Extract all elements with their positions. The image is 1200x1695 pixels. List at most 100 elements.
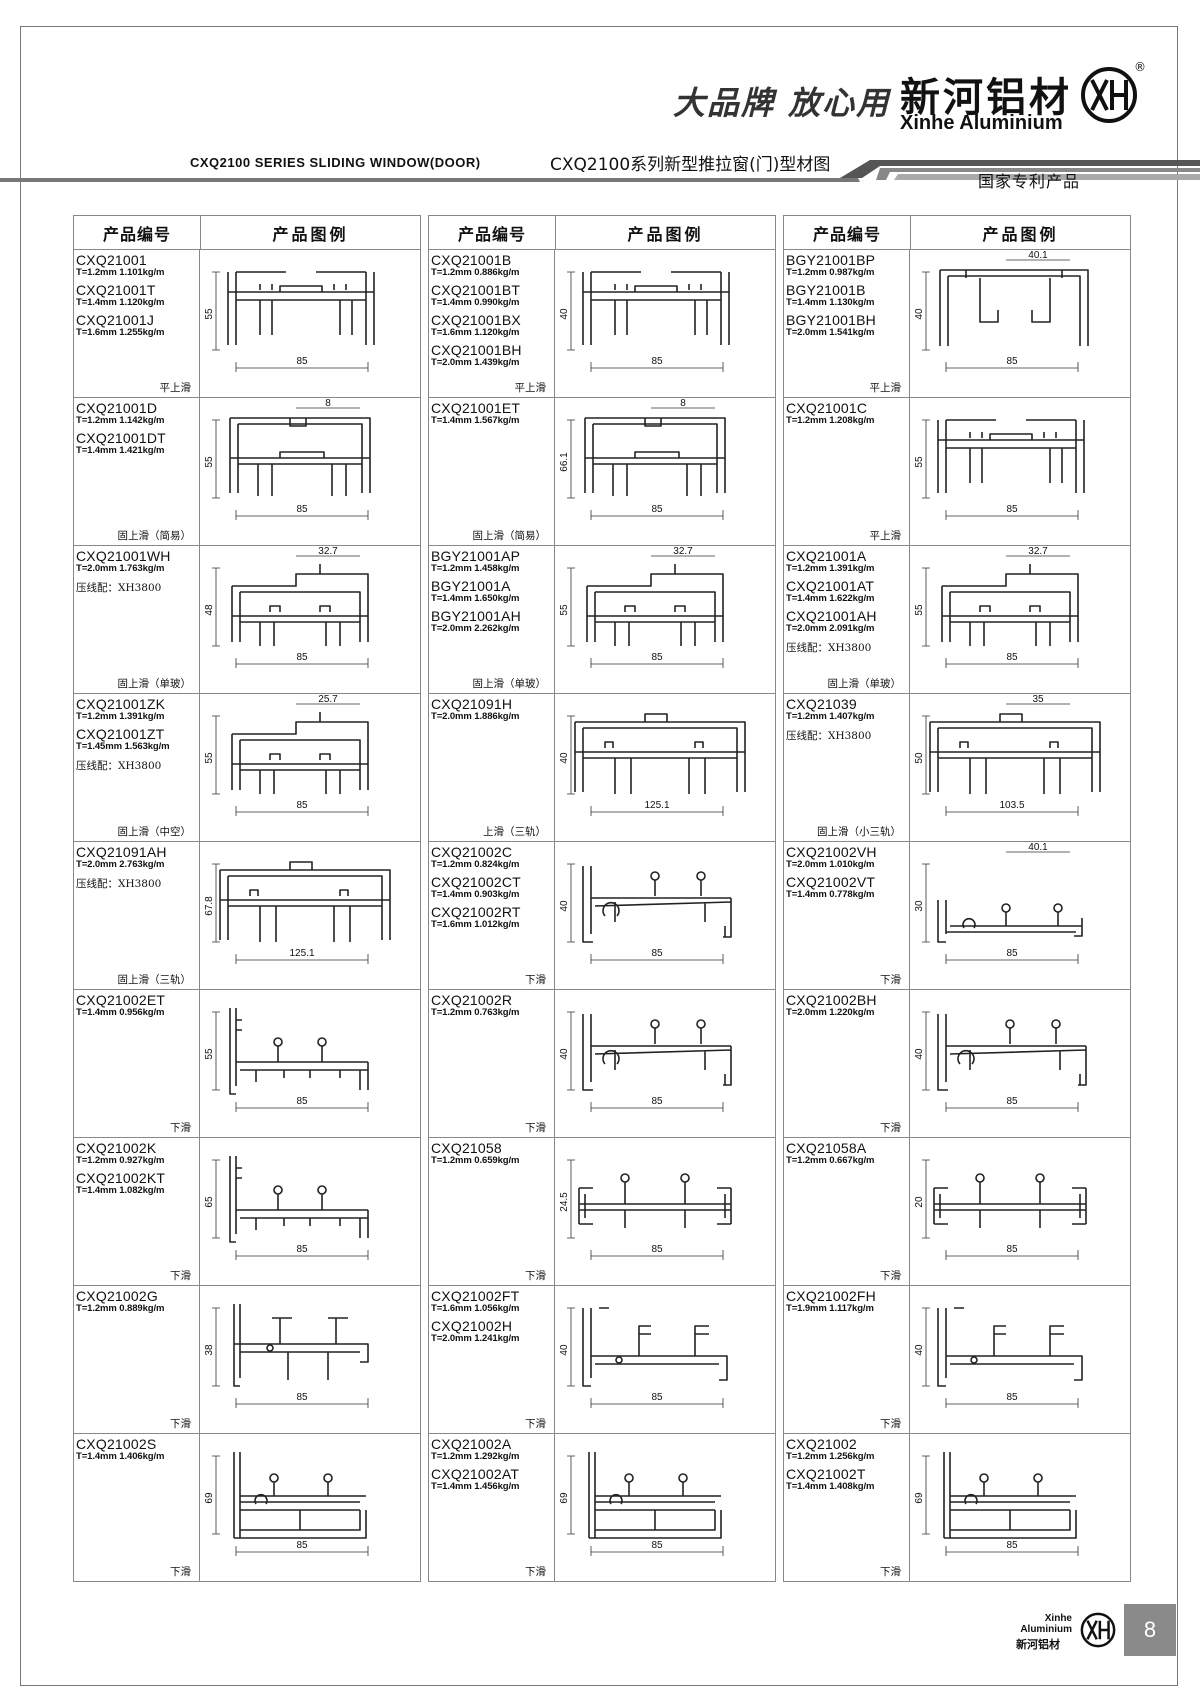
- dimension-e: 8: [680, 398, 686, 409]
- profile-type: 固上滑（单玻）: [827, 678, 902, 690]
- product-spec: T=1.4mm 1.408kg/m: [786, 1481, 875, 1492]
- product-spec: T=1.6mm 1.056kg/m: [431, 1303, 520, 1314]
- dimension-w: 85: [1006, 948, 1018, 959]
- registered-mark: ®: [1134, 60, 1146, 74]
- dimension-w: 85: [651, 1244, 663, 1255]
- profile-type: 固上滑（单玻）: [472, 678, 547, 690]
- product-code: CXQ21001DT: [76, 430, 166, 446]
- dimension-h: 55: [914, 456, 925, 468]
- product-spec: T=2.0mm 1.763kg/m: [76, 563, 165, 574]
- profile-type: 下滑: [525, 1566, 546, 1578]
- product-spec: T=1.6mm 1.255kg/m: [76, 327, 165, 338]
- profile-type: 固上滑（小三轨）: [817, 826, 901, 838]
- dimension-h: 40: [559, 1344, 570, 1356]
- footer-brand-en-line2: Aluminium: [1020, 1624, 1072, 1635]
- dimension-h: 20: [914, 1196, 925, 1208]
- dimension-w: 85: [651, 356, 663, 367]
- dimension-w: 85: [1006, 1540, 1018, 1551]
- profile-figure: 85 40: [555, 1286, 775, 1433]
- bead-note: 压线配：XH3800: [786, 642, 872, 654]
- product-spec: T=1.4mm 1.130kg/m: [786, 297, 875, 308]
- dimension-w: 85: [651, 504, 663, 515]
- product-code: CXQ21002AT: [431, 1466, 520, 1482]
- product-spec: T=1.2mm 1.101kg/m: [76, 267, 165, 278]
- product-code: CXQ21001WH: [76, 548, 171, 564]
- profile-type: 下滑: [880, 1122, 901, 1134]
- profile-type: 下滑: [525, 1270, 546, 1282]
- product-code: CXQ21002C: [431, 844, 513, 860]
- dimension-w: 125.1: [289, 948, 314, 959]
- dimension-h: 40: [559, 1048, 570, 1060]
- table-header: 产品编号产品图例: [784, 216, 1130, 250]
- dimension-e: 25.7: [318, 694, 338, 705]
- profile-type: 上滑（三轨）: [483, 826, 546, 838]
- product-code: CXQ21091H: [431, 696, 513, 712]
- product-spec: T=2.0mm 1.886kg/m: [431, 711, 520, 722]
- product-code: CXQ21001ZT: [76, 726, 165, 742]
- product-code: CXQ21002RT: [431, 904, 521, 920]
- product-code: CXQ21002BH: [786, 992, 877, 1008]
- profile-type: 固上滑（简易）: [117, 530, 192, 542]
- footer-logo-icon: [1080, 1612, 1116, 1648]
- bead-note: 压线配：XH3800: [76, 878, 162, 890]
- product-spec: T=1.4mm 1.120kg/m: [76, 297, 165, 308]
- profile-drawing: 125.167.8: [204, 861, 391, 964]
- header-code: 产品编号: [429, 216, 556, 249]
- dimension-h: 38: [204, 1344, 215, 1356]
- product-spec: T=1.2mm 0.889kg/m: [76, 1303, 165, 1314]
- product-spec: T=2.0mm 1.241kg/m: [431, 1333, 520, 1344]
- dimension-w: 85: [296, 1244, 308, 1255]
- dimension-h: 69: [559, 1492, 570, 1504]
- product-spec: T=1.4mm 1.622kg/m: [786, 593, 875, 604]
- product-code: CXQ21001ET: [431, 400, 521, 416]
- dimension-w: 85: [651, 1392, 663, 1403]
- dimension-w: 85: [651, 948, 663, 959]
- dimension-h: 40: [559, 752, 570, 764]
- product-spec: T=1.2mm 1.391kg/m: [76, 711, 165, 722]
- product-code: CXQ21002FH: [786, 1288, 876, 1304]
- product-code: CXQ21001AH: [786, 608, 877, 624]
